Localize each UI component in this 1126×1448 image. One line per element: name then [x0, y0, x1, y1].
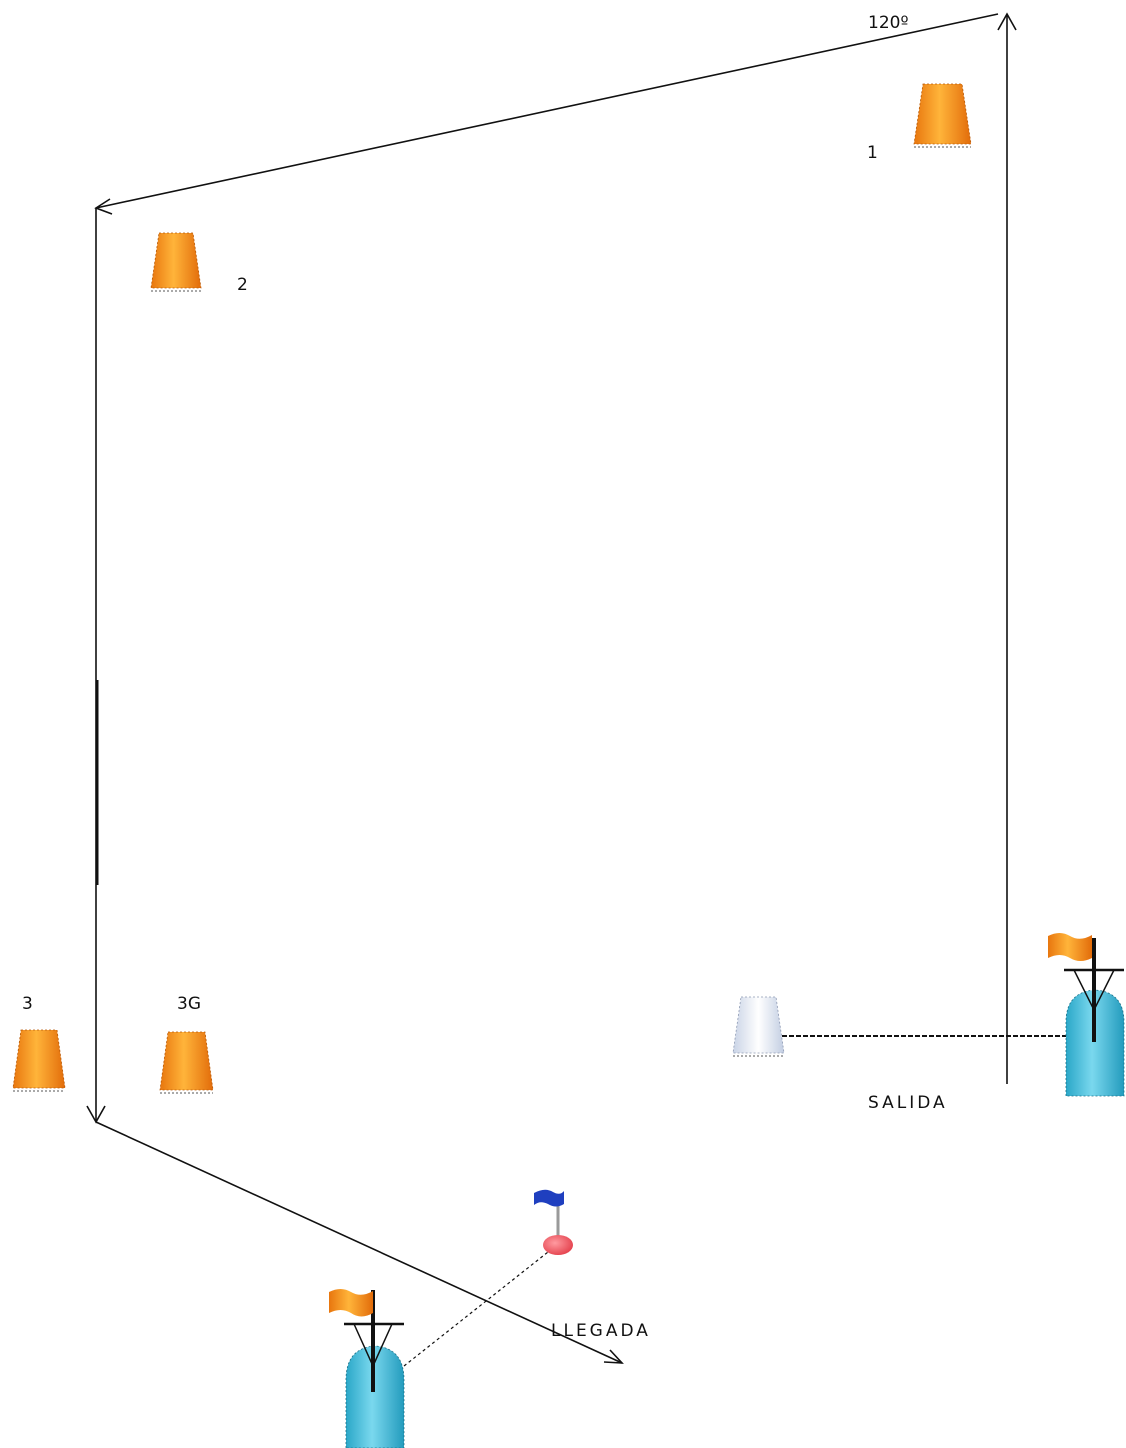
mark-3g-label: 3G: [177, 994, 201, 1014]
course-leg-2-to-3: [87, 208, 105, 1122]
finish-line: [404, 1252, 548, 1366]
mark-3-label: 3: [22, 994, 33, 1014]
mark-2-buoy-icon: [151, 233, 201, 291]
committee-boat-finish-icon: [329, 1289, 404, 1448]
mark-1-buoy-icon: [914, 84, 971, 147]
mark-3-buoy-icon: [13, 1030, 65, 1091]
finish-label: LLEGADA: [551, 1321, 651, 1341]
committee-boat-start-icon: [1048, 933, 1124, 1096]
angle-label: 120º: [868, 13, 908, 33]
mark-2-label: 2: [237, 275, 248, 295]
start-pin-buoy-icon: [733, 997, 784, 1056]
finish-pin-flag-icon: [534, 1190, 573, 1255]
start-label: SALIDA: [868, 1093, 948, 1113]
course-leg-3-to-finish: [96, 1122, 622, 1363]
course-leg-1-to-2: [96, 14, 998, 214]
course-leg-start-to-1: [998, 14, 1016, 1084]
mark-3g-buoy-icon: [160, 1032, 213, 1093]
mark-1-label: 1: [867, 143, 878, 163]
